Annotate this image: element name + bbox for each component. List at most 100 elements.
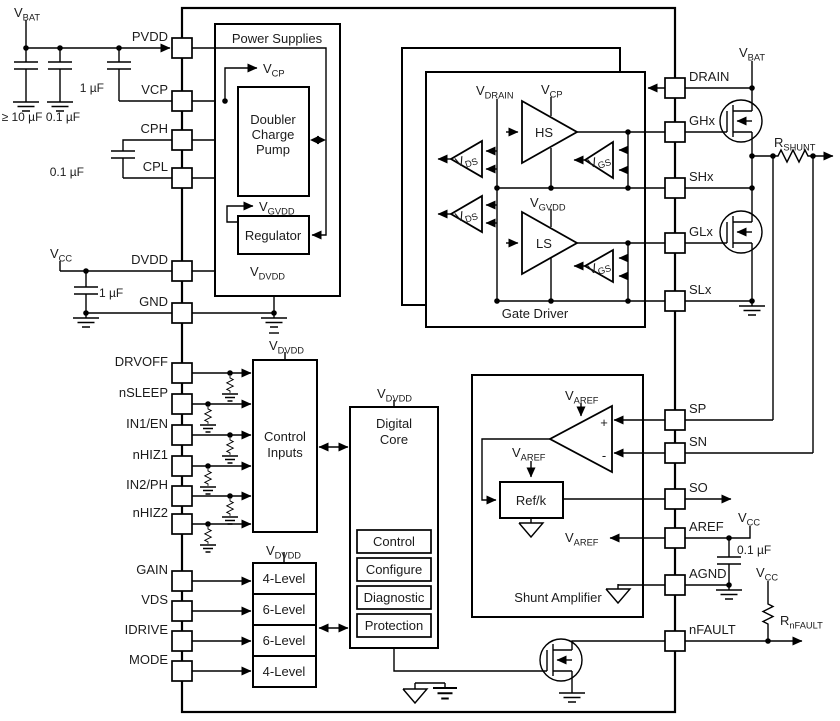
- vcp-label-ps: VCP: [263, 61, 285, 79]
- rshunt-label: RSHUNT: [774, 135, 816, 153]
- pin-shx: [664, 177, 686, 199]
- gate-driver-wiring: [437, 83, 752, 302]
- dvdd-cap-value: 1 µF: [99, 286, 123, 300]
- vgs-monitor-ls: [583, 248, 614, 284]
- pin-slx: [664, 290, 686, 312]
- pin-cpl: [171, 167, 193, 189]
- net-labels: VBAT VBAT VCC VCC VCC VCP VCP VGVDD VGVD…: [14, 5, 823, 631]
- level-box-vds: [252, 593, 317, 626]
- control-input-wiring: [182, 368, 252, 553]
- pins-right: [664, 77, 686, 652]
- flying-cap-value: 0.1 µF: [50, 165, 84, 179]
- pin-label-sn: SN: [689, 434, 707, 449]
- pin-label-so: SO: [689, 480, 708, 495]
- core-control-box: [356, 529, 432, 554]
- power-supplies-wiring: [192, 47, 327, 328]
- pin-label-nfault: nFAULT: [689, 622, 736, 637]
- vgs-monitor-hs: [583, 140, 614, 180]
- pin-sn: [664, 442, 686, 464]
- pin-gain: [171, 570, 193, 592]
- pin-sp: [664, 409, 686, 431]
- level-box-mode: [252, 655, 317, 688]
- core-protection-label: Protection: [365, 618, 424, 633]
- pins-left: [171, 37, 193, 682]
- pin-vds: [171, 600, 193, 622]
- ls-label: LS: [536, 236, 552, 251]
- control-inputs-label-1: Control: [264, 429, 306, 444]
- regulator-block: [237, 215, 310, 255]
- shunt-amplifier-wiring: [481, 403, 665, 604]
- aref-cap-value: 0.1 µF: [737, 543, 771, 557]
- core-protection-box: [356, 613, 432, 638]
- vcc-label-aref: VCC: [738, 510, 760, 528]
- vbat-label-right: VBAT: [739, 45, 765, 63]
- core-configure-label: Configure: [366, 562, 422, 577]
- bypass-cap-value: 0.1 µF: [46, 110, 80, 124]
- varef-label-aref: VAREF: [565, 530, 599, 548]
- nfault-fet-wiring: [540, 639, 665, 703]
- pin-dvdd: [171, 260, 193, 282]
- pin-label-shx: SHx: [689, 169, 714, 184]
- vgvdd-label-ps: VGVDD: [259, 199, 295, 217]
- pin-drvoff: [171, 362, 193, 384]
- level-input-wiring: [182, 332, 395, 676]
- doubler-label-2: Charge: [252, 127, 295, 142]
- vcc-label-nfault: VCC: [756, 565, 778, 583]
- level-mode-label: 4-Level: [263, 664, 306, 679]
- pin-label-glx: GLx: [689, 224, 713, 239]
- vdvdd-label-ps: VDVDD: [250, 264, 285, 282]
- pin-idrive: [171, 630, 193, 652]
- vds-comparator-ls: [449, 194, 483, 234]
- opamp-plus-label: +: [600, 415, 608, 430]
- doubler-label-3: Pump: [256, 142, 290, 157]
- pin-label-gain: GAIN: [136, 562, 168, 577]
- opamp-minus-label: -: [602, 448, 606, 463]
- pin-mode: [171, 660, 193, 682]
- varef-label-refk: VAREF: [512, 445, 546, 463]
- core-diagnostic-label: Diagnostic: [364, 590, 425, 605]
- pin-agnd: [664, 574, 686, 596]
- doubler-charge-pump-block: [237, 86, 310, 197]
- hs-driver-amp: [521, 99, 579, 165]
- pin-labels: PVDD VCP CPH CPL DVDD GND DRVOFF nSLEEP …: [115, 29, 736, 667]
- pin-label-slx: SLx: [689, 282, 712, 297]
- digital-core-label-1: Digital: [376, 416, 412, 431]
- pin-pvdd: [171, 37, 193, 59]
- pin-label-dvdd: DVDD: [131, 252, 168, 267]
- core-diagnostic-box: [356, 585, 432, 610]
- pin-drain: [664, 77, 686, 99]
- pin-vcp: [171, 90, 193, 112]
- pin-label-ghx: GHx: [689, 113, 716, 128]
- pin-cph: [171, 129, 193, 151]
- shunt-amplifier-label: Shunt Amplifier: [514, 590, 602, 605]
- junction-dots: [23, 45, 816, 644]
- vcc-label-dvdd: VCC: [50, 246, 72, 264]
- chip-outline: [180, 6, 677, 714]
- vdvdd-label-stack: VDVDD: [266, 543, 301, 561]
- pin-label-nhiz1: nHIZ1: [133, 447, 168, 462]
- pin-label-drain: DRAIN: [689, 69, 729, 84]
- pin-gnd: [171, 302, 193, 324]
- pin-in1-en: [171, 424, 193, 446]
- pin-glx: [664, 232, 686, 254]
- pin-in2-ph: [171, 485, 193, 507]
- level-gain-label: 4-Level: [263, 571, 306, 586]
- pin-label-agnd: AGND: [689, 566, 727, 581]
- vdvdd-label-core: VDVDD: [377, 386, 412, 404]
- pin-label-in1-en: IN1/EN: [126, 416, 168, 431]
- pin-label-nhiz2: nHIZ2: [133, 505, 168, 520]
- pin-label-vds: VDS: [141, 592, 168, 607]
- gate-driver-label: Gate Driver: [502, 306, 569, 321]
- refk-block: [499, 481, 564, 519]
- power-supplies-label: Power Supplies: [232, 31, 323, 46]
- pin-nhiz1: [171, 455, 193, 477]
- pin-label-in2-ph: IN2/PH: [126, 477, 168, 492]
- vcp-label-gd: VCP: [541, 82, 563, 100]
- pin-label-nsleep: nSLEEP: [119, 385, 168, 400]
- pin-aref: [664, 527, 686, 549]
- doubler-label-1: Doubler: [250, 112, 296, 127]
- core-control-label: Control: [373, 534, 415, 549]
- pin-label-aref: AREF: [689, 519, 724, 534]
